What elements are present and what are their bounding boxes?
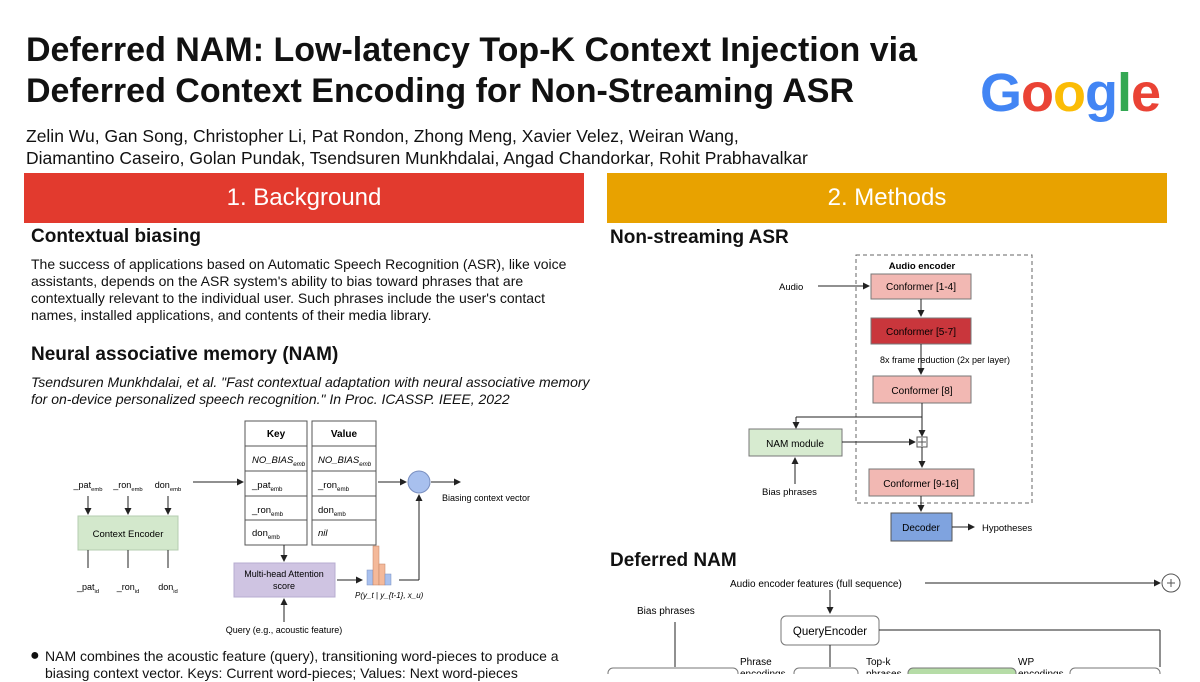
authors-line-1: Zelin Wu, Gan Song, Christopher Li, Pat … xyxy=(26,126,739,146)
bullet-dot: ● xyxy=(30,647,40,664)
key-cell: donemb xyxy=(252,528,280,541)
logo-letter: l xyxy=(1117,63,1132,123)
logo-letter: o xyxy=(1053,63,1086,123)
nam-box xyxy=(907,667,1017,674)
logo-letter: g xyxy=(1085,63,1118,123)
nam-citation: Tsendsuren Munkhdalai, et al. "Fast cont… xyxy=(31,374,590,407)
logo-letter: o xyxy=(1021,63,1054,123)
value-cell: NO_BIASemb xyxy=(318,455,372,468)
topk-box xyxy=(793,667,859,674)
wp-label-2: encodings xyxy=(1018,669,1064,674)
conformer-1-4-label: Conformer [1-4] xyxy=(886,282,956,293)
conformer-8-box xyxy=(872,375,972,404)
non-streaming-heading: Non-streaming ASR xyxy=(610,227,789,248)
conformer-9-16-label: Conformer [9-16] xyxy=(883,479,959,490)
contextual-biasing-heading: Contextual biasing xyxy=(31,226,201,247)
title-line-1: Deferred NAM: Low-latency Top-K Context … xyxy=(26,31,918,69)
biasing-vector-label: Biasing context vector xyxy=(442,493,530,503)
wp-box xyxy=(1069,667,1161,674)
asr-diagram: Audio encoder Audio Conformer [1-4] Conf… xyxy=(748,254,1033,542)
attention-label-1: Multi-head Attention xyxy=(244,569,324,579)
plus-node xyxy=(916,436,928,448)
decoder-label: Decoder xyxy=(902,523,940,534)
bias-phrases-label: Bias phrases xyxy=(762,487,817,498)
nam-module-box xyxy=(748,428,843,457)
decoder-box xyxy=(890,512,953,542)
nam-heading: Neural associative memory (NAM) xyxy=(31,344,339,365)
conformer-8-label: Conformer [8] xyxy=(891,386,952,397)
probability-bars xyxy=(366,545,392,586)
audio-encoder-group xyxy=(855,254,1033,504)
attention-label-2: score xyxy=(273,581,295,591)
topk-label-2: phrases xyxy=(866,669,902,674)
methods-banner: 2. Methods xyxy=(607,173,1167,223)
value-cell: nil xyxy=(318,528,328,539)
authors-line-2: Diamantino Caseiro, Golan Pundak, Tsends… xyxy=(26,148,808,168)
query-encoder-label: QueryEncoder xyxy=(793,626,867,638)
conformer-9-16-box xyxy=(868,468,975,497)
conformer-1-4-box xyxy=(870,273,972,300)
conformer-5-7-label: Conformer [5-7] xyxy=(886,327,956,338)
value-header: Value xyxy=(331,429,358,440)
features-label: Audio encoder features (full sequence) xyxy=(730,579,902,590)
probability-label: P(y_t | y_{t-1}, x_u) xyxy=(355,591,424,600)
key-header: Key xyxy=(267,429,286,440)
encoder-output-token: _ronemb xyxy=(112,480,142,493)
encoder-input-token: donid xyxy=(158,582,178,595)
frame-reduction-label: 8x frame reduction (2x per layer) xyxy=(880,355,1010,365)
deferred-nam-diagram: Audio encoder features (full sequence) B… xyxy=(607,573,1181,674)
encoder-output-token: _patemb xyxy=(73,480,103,493)
nam-bullet-text: NAM combines the acoustic feature (query… xyxy=(45,648,559,681)
query-label: Query (e.g., acoustic feature) xyxy=(226,625,343,635)
phrase-label: Phrase xyxy=(740,657,772,668)
value-table: Value xyxy=(311,420,377,546)
encoder-output-token: donemb xyxy=(155,480,181,493)
wp-label: WP xyxy=(1018,657,1034,668)
encoder-input-token: _patid xyxy=(76,582,99,595)
topk-label: Top-k xyxy=(866,657,891,668)
authors: Zelin Wu, Gan Song, Christopher Li, Pat … xyxy=(26,125,926,169)
value-cell: _ronemb xyxy=(317,480,350,493)
phrase-encoder-box xyxy=(607,667,739,674)
title-line-2: Deferred Context Encoding for Non-Stream… xyxy=(26,72,855,110)
deferred-bias-phrases-label: Bias phrases xyxy=(637,606,695,617)
deferred-nam-heading: Deferred NAM xyxy=(610,550,737,571)
phrase-label-2: encodings xyxy=(740,669,786,674)
audio-label: Audio xyxy=(779,282,803,293)
background-banner: 1. Background xyxy=(24,173,584,223)
logo-letter: G xyxy=(980,63,1022,123)
value-cell: donemb xyxy=(318,505,346,518)
audio-encoder-label: Audio encoder xyxy=(889,261,956,272)
attention-box xyxy=(233,562,336,598)
logo-letter: e xyxy=(1131,63,1161,123)
contextual-biasing-paragraph: The success of applications based on Aut… xyxy=(31,256,567,323)
key-table: Key xyxy=(244,420,308,546)
encoder-input-token: _ronid xyxy=(116,582,140,595)
poster-title: Deferred NAM: Low-latency Top-K Context … xyxy=(26,30,966,112)
combine-node xyxy=(407,470,431,494)
google-logo: Google xyxy=(980,62,1161,124)
key-cell: _ronemb xyxy=(251,505,284,518)
hypotheses-label: Hypotheses xyxy=(982,523,1032,534)
key-cell: _patemb xyxy=(251,480,283,493)
context-encoder-label: Context Encoder xyxy=(93,529,164,540)
key-cell: NO_BIASemb xyxy=(252,455,306,468)
nam-module-label: NAM module xyxy=(766,439,824,450)
nam-diagram: Key Value NO_BIASemb_patemb_ronembdonemb… xyxy=(73,420,530,635)
